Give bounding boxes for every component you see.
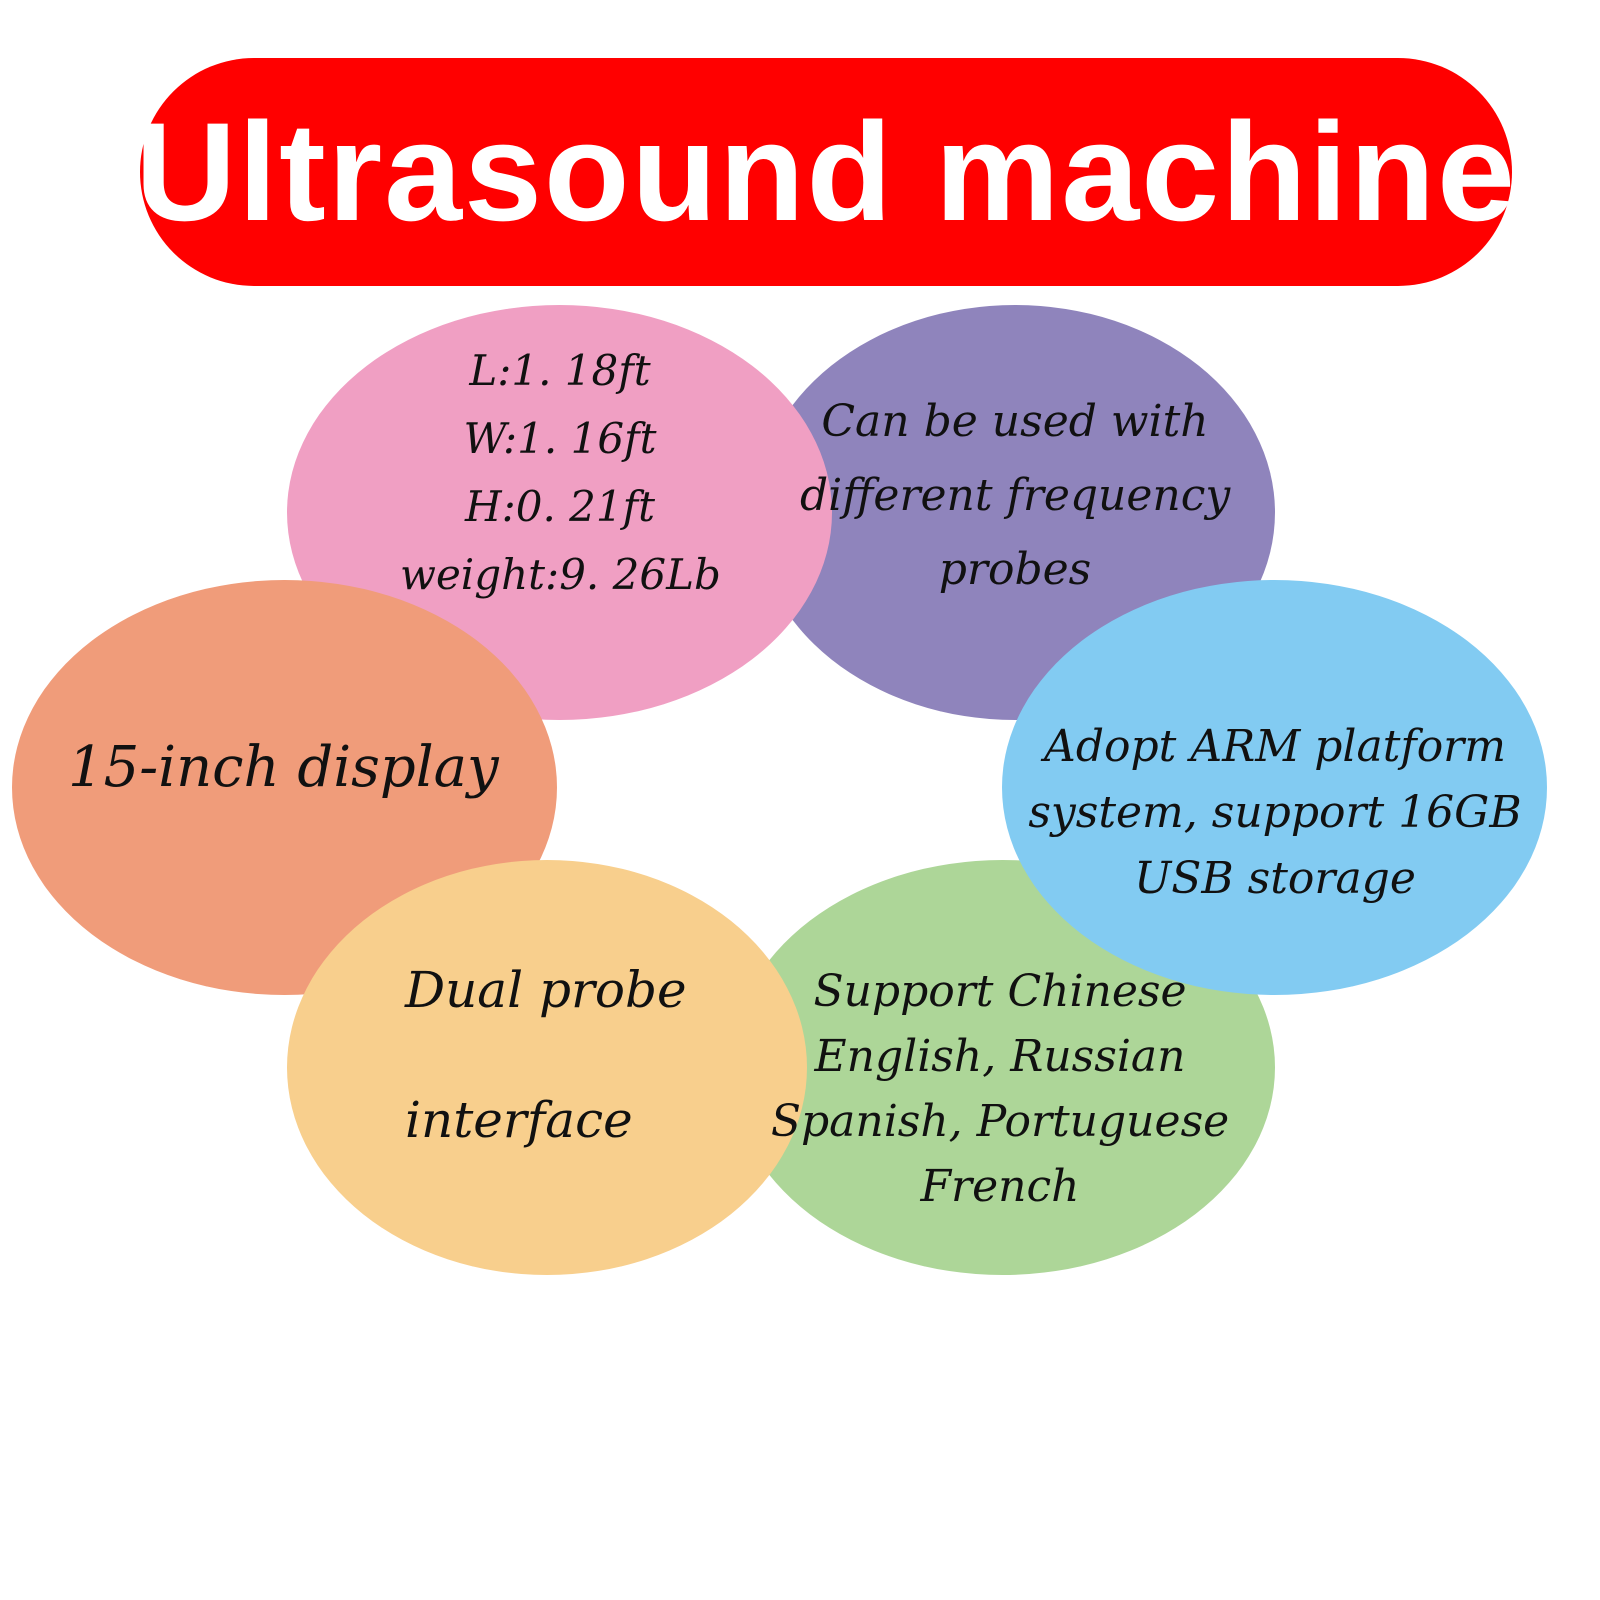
probes-text: Can be used with different frequency pro… (800, 400, 1230, 622)
dimensions-line: H:0. 21ft (464, 482, 656, 531)
dimensions-line: L:1. 18ft (469, 346, 651, 395)
dimensions-line: W:1. 16ft (463, 414, 657, 463)
dimensions-line: weight:9. 26Lb (400, 550, 721, 599)
dual-text: Dual probe interface (405, 965, 725, 1165)
display-text: 15-inch display (68, 740, 538, 796)
arm-line: system, support 16GB (1028, 787, 1522, 838)
arm-line: Adopt ARM platform (1044, 721, 1506, 772)
languages-line: French (920, 1161, 1080, 1212)
probes-line: Can be used with (821, 396, 1209, 447)
display-line: 15-inch display (68, 735, 499, 800)
dual-line: Dual probe (405, 961, 687, 1019)
title-banner: Ultrasound machine (135, 58, 1515, 286)
dimensions-text: L:1. 18ft W:1. 16ft H:0. 21ft weight:9. … (400, 346, 721, 622)
dual-line: interface (405, 1091, 633, 1149)
languages-line: Support Chinese (813, 966, 1187, 1017)
title: Ultrasound machine (135, 93, 1517, 250)
bubble-arm (1002, 580, 1547, 995)
probes-line: probes (938, 544, 1092, 595)
bubble-dual (287, 860, 807, 1275)
languages-line: English, Russian (814, 1031, 1186, 1082)
arm-line: USB storage (1134, 853, 1416, 904)
arm-text: Adopt ARM platform system, support 16GB … (1025, 725, 1525, 923)
probes-line: different frequency (800, 470, 1231, 521)
languages-line: Spanish, Portuguese (770, 1096, 1230, 1147)
languages-text: Support Chinese English, Russian Spanish… (765, 970, 1235, 1230)
